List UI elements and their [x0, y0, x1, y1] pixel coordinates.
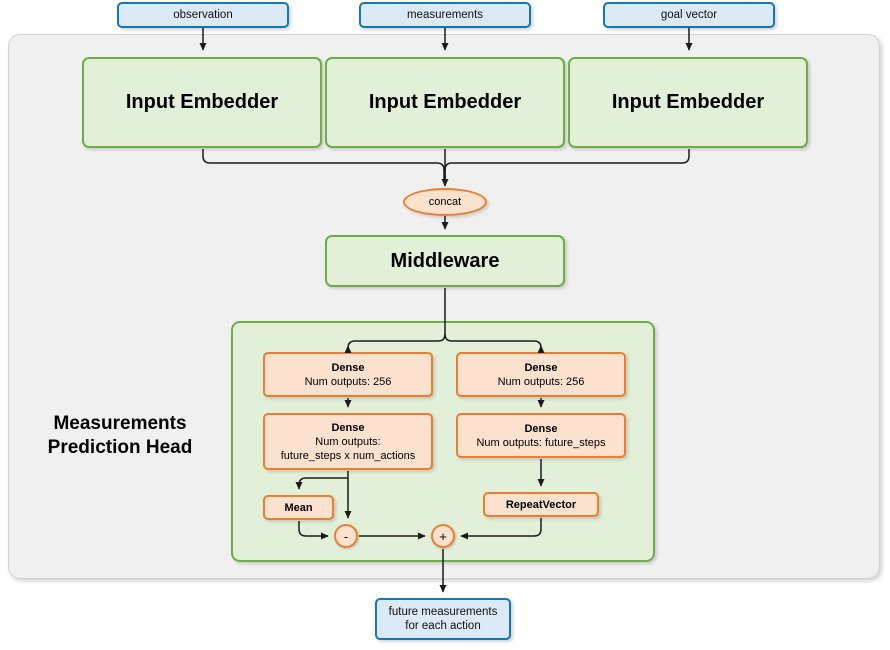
input-label-measurements: measurements: [406, 9, 484, 21]
output-label-line2: for each action: [405, 620, 481, 632]
mean-label: Mean: [284, 501, 313, 514]
repeat-vector-box[interactable]: RepeatVector: [483, 492, 599, 517]
right-dense-256-outputs: Num outputs: 256: [497, 375, 585, 388]
input-label-observation: observation: [173, 9, 233, 21]
left-dense-256[interactable]: Dense Num outputs: 256: [263, 352, 433, 397]
left-dense-actions-title: Dense: [331, 421, 365, 434]
subtract-symbol: -: [343, 528, 349, 544]
input-embedder-3[interactable]: Input Embedder: [568, 57, 808, 148]
right-dense-256[interactable]: Dense Num outputs: 256: [456, 352, 626, 397]
input-box-measurements[interactable]: measurements: [359, 2, 531, 28]
input-embedder-2[interactable]: Input Embedder: [325, 57, 565, 148]
right-dense-256-title: Dense: [524, 361, 558, 374]
concat-node[interactable]: concat: [403, 188, 487, 216]
prediction-head-label: Measurements Prediction Head: [30, 412, 210, 460]
input-embedder-1[interactable]: Input Embedder: [82, 57, 322, 148]
add-symbol: +: [439, 528, 447, 544]
middleware-label: Middleware: [390, 249, 500, 272]
input-embedder-3-label: Input Embedder: [611, 91, 765, 113]
input-box-observation[interactable]: observation: [117, 2, 289, 28]
output-box-future-measurements[interactable]: future measurements for each action: [375, 598, 511, 640]
prediction-head-label-line2: Prediction Head: [47, 437, 193, 458]
input-embedder-1-label: Input Embedder: [125, 91, 279, 113]
right-dense-steps-outputs: Num outputs: future_steps: [476, 436, 606, 449]
output-label-line1: future measurements: [388, 606, 498, 618]
add-operator[interactable]: +: [431, 524, 455, 548]
input-label-goal-vector: goal vector: [660, 9, 718, 21]
mean-box[interactable]: Mean: [263, 495, 334, 520]
left-dense-actions[interactable]: Dense Num outputs: future_steps x num_ac…: [263, 413, 433, 470]
right-dense-steps[interactable]: Dense Num outputs: future_steps: [456, 413, 626, 458]
input-embedder-2-label: Input Embedder: [368, 91, 522, 113]
right-dense-steps-title: Dense: [524, 422, 558, 435]
subtract-operator[interactable]: -: [334, 524, 358, 548]
left-dense-actions-outputs-value: future_steps x num_actions: [280, 449, 416, 462]
repeat-vector-label: RepeatVector: [505, 498, 577, 511]
left-dense-256-title: Dense: [331, 361, 365, 374]
input-box-goal-vector[interactable]: goal vector: [603, 2, 775, 28]
left-dense-256-outputs: Num outputs: 256: [304, 375, 392, 388]
prediction-head-label-line1: Measurements: [53, 413, 187, 434]
middleware-box[interactable]: Middleware: [325, 235, 565, 287]
left-dense-actions-outputs-label: Num outputs:: [315, 435, 381, 448]
concat-label: concat: [428, 196, 462, 208]
